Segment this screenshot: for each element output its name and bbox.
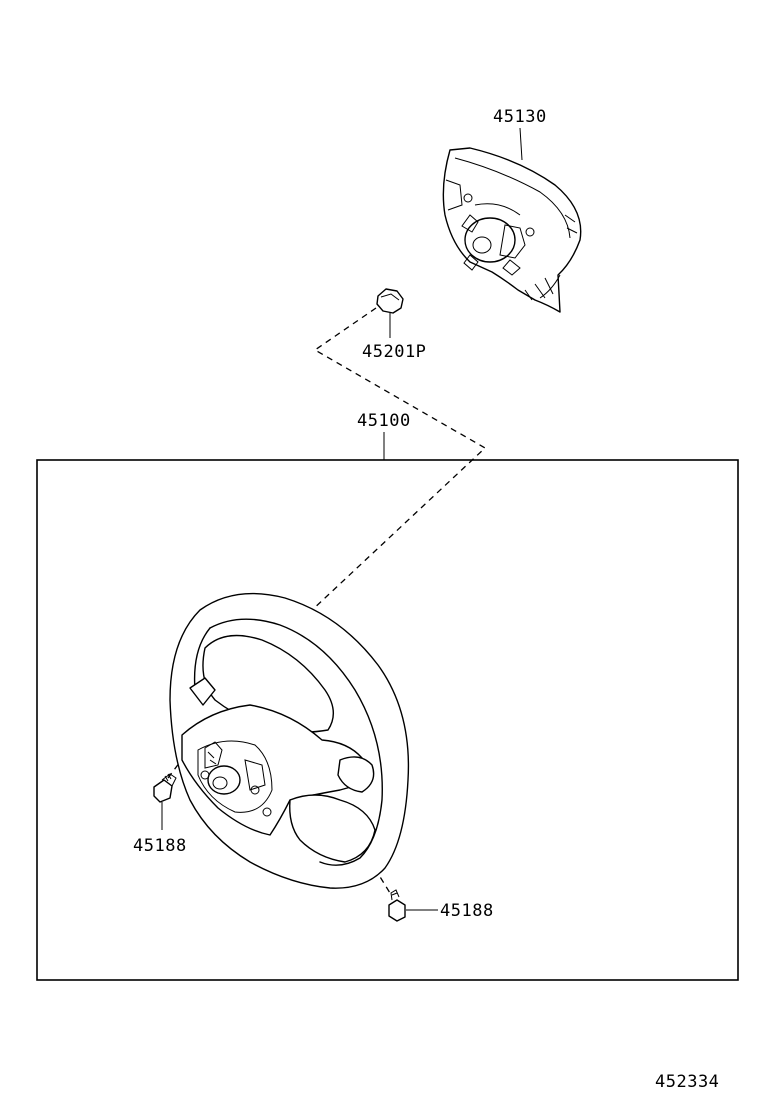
airbag-pad	[442, 147, 582, 313]
illustration-number: 452334	[655, 1072, 719, 1092]
label-45100: 45100	[357, 411, 411, 431]
label-45188-right: 45188	[440, 901, 494, 921]
nut	[376, 288, 404, 314]
bolt-left	[153, 773, 177, 803]
assembly-box	[36, 459, 739, 981]
label-45130: 45130	[493, 107, 547, 127]
assembly-line-nut	[309, 307, 487, 613]
steering-wheel	[169, 592, 410, 889]
label-45201P: 45201P	[362, 342, 426, 362]
leader-airbag	[519, 127, 523, 161]
label-45188-left: 45188	[133, 836, 187, 856]
bolt-right	[388, 889, 406, 922]
